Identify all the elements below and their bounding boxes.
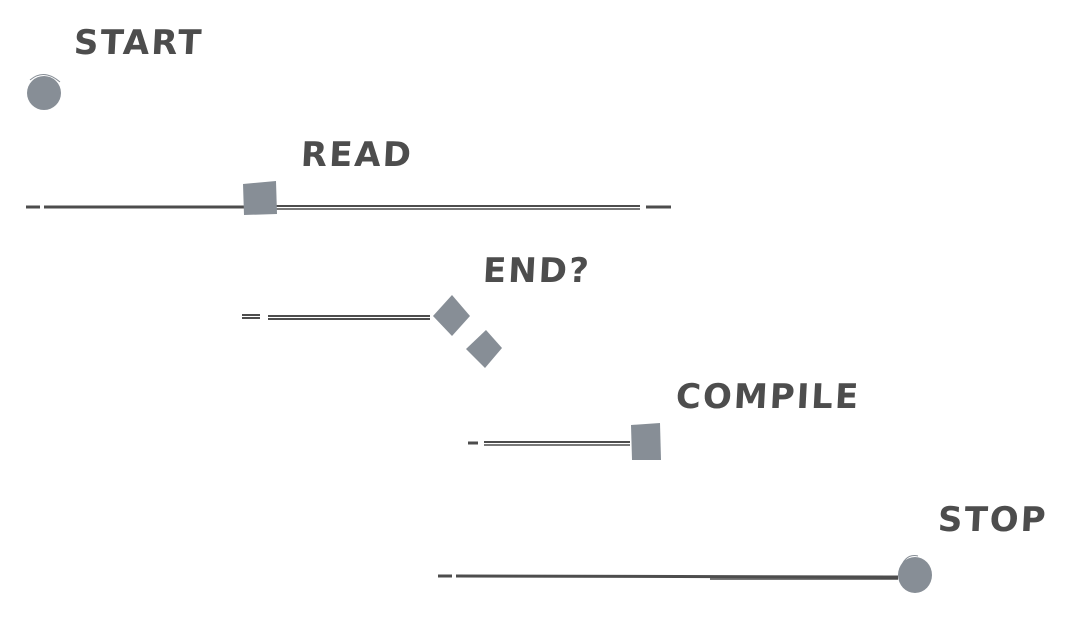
connector-compile-row xyxy=(468,441,630,446)
node-stop[interactable] xyxy=(898,555,932,593)
label-compile: COMPILE xyxy=(674,377,862,417)
connector-end-row xyxy=(242,314,430,320)
label-stop: STOP xyxy=(936,500,1049,540)
node-compile[interactable] xyxy=(631,423,661,460)
label-end: END? xyxy=(481,251,592,291)
node-read[interactable] xyxy=(243,181,277,215)
start-circle-shape xyxy=(27,76,61,110)
label-start: START xyxy=(72,23,205,63)
connector-stop-row xyxy=(438,574,899,580)
node-start[interactable] xyxy=(27,74,61,110)
connector-line xyxy=(455,574,899,579)
end-diamond-shape-1 xyxy=(433,295,470,336)
sketch-stroke xyxy=(29,74,61,83)
read-square-shape xyxy=(243,181,277,215)
connector-read-row xyxy=(26,205,671,210)
stop-circle-shape xyxy=(898,557,932,593)
sketch-stroke xyxy=(899,555,919,571)
label-read: READ xyxy=(299,135,415,175)
end-diamond-shape-2 xyxy=(466,330,502,368)
node-end[interactable] xyxy=(433,295,502,368)
compile-square-shape xyxy=(631,423,661,460)
